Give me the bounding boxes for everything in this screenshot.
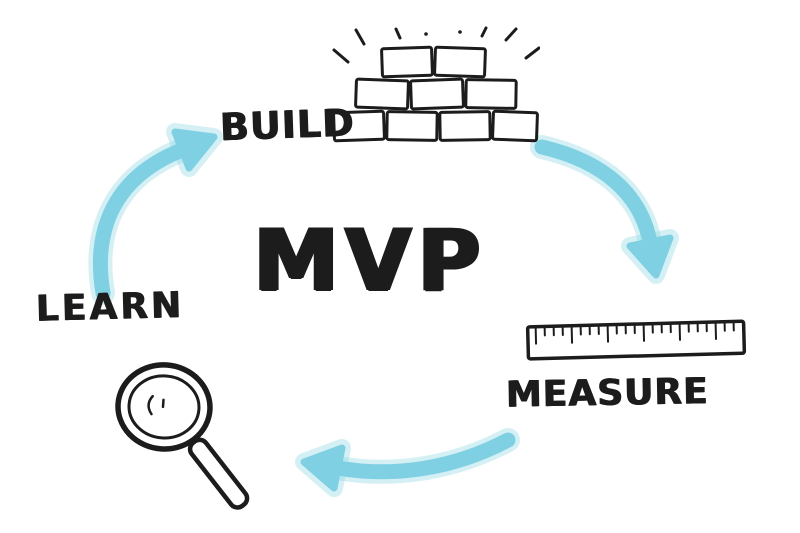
sparkle-rays-icon <box>332 26 540 64</box>
arrow-learn-to-build-icon <box>88 123 223 305</box>
step-label-build: BUILD <box>219 100 356 150</box>
arrow-measure-to-learn-icon <box>295 428 520 497</box>
step-label-measure: MEASURE <box>505 371 710 416</box>
magnifier-icon <box>115 362 250 510</box>
step-label-learn: LEARN <box>35 285 185 330</box>
arrow-build-to-measure-icon <box>530 135 679 284</box>
bricks-icon <box>332 26 540 143</box>
center-title: MVP <box>253 211 487 311</box>
ruler-icon <box>525 319 747 361</box>
